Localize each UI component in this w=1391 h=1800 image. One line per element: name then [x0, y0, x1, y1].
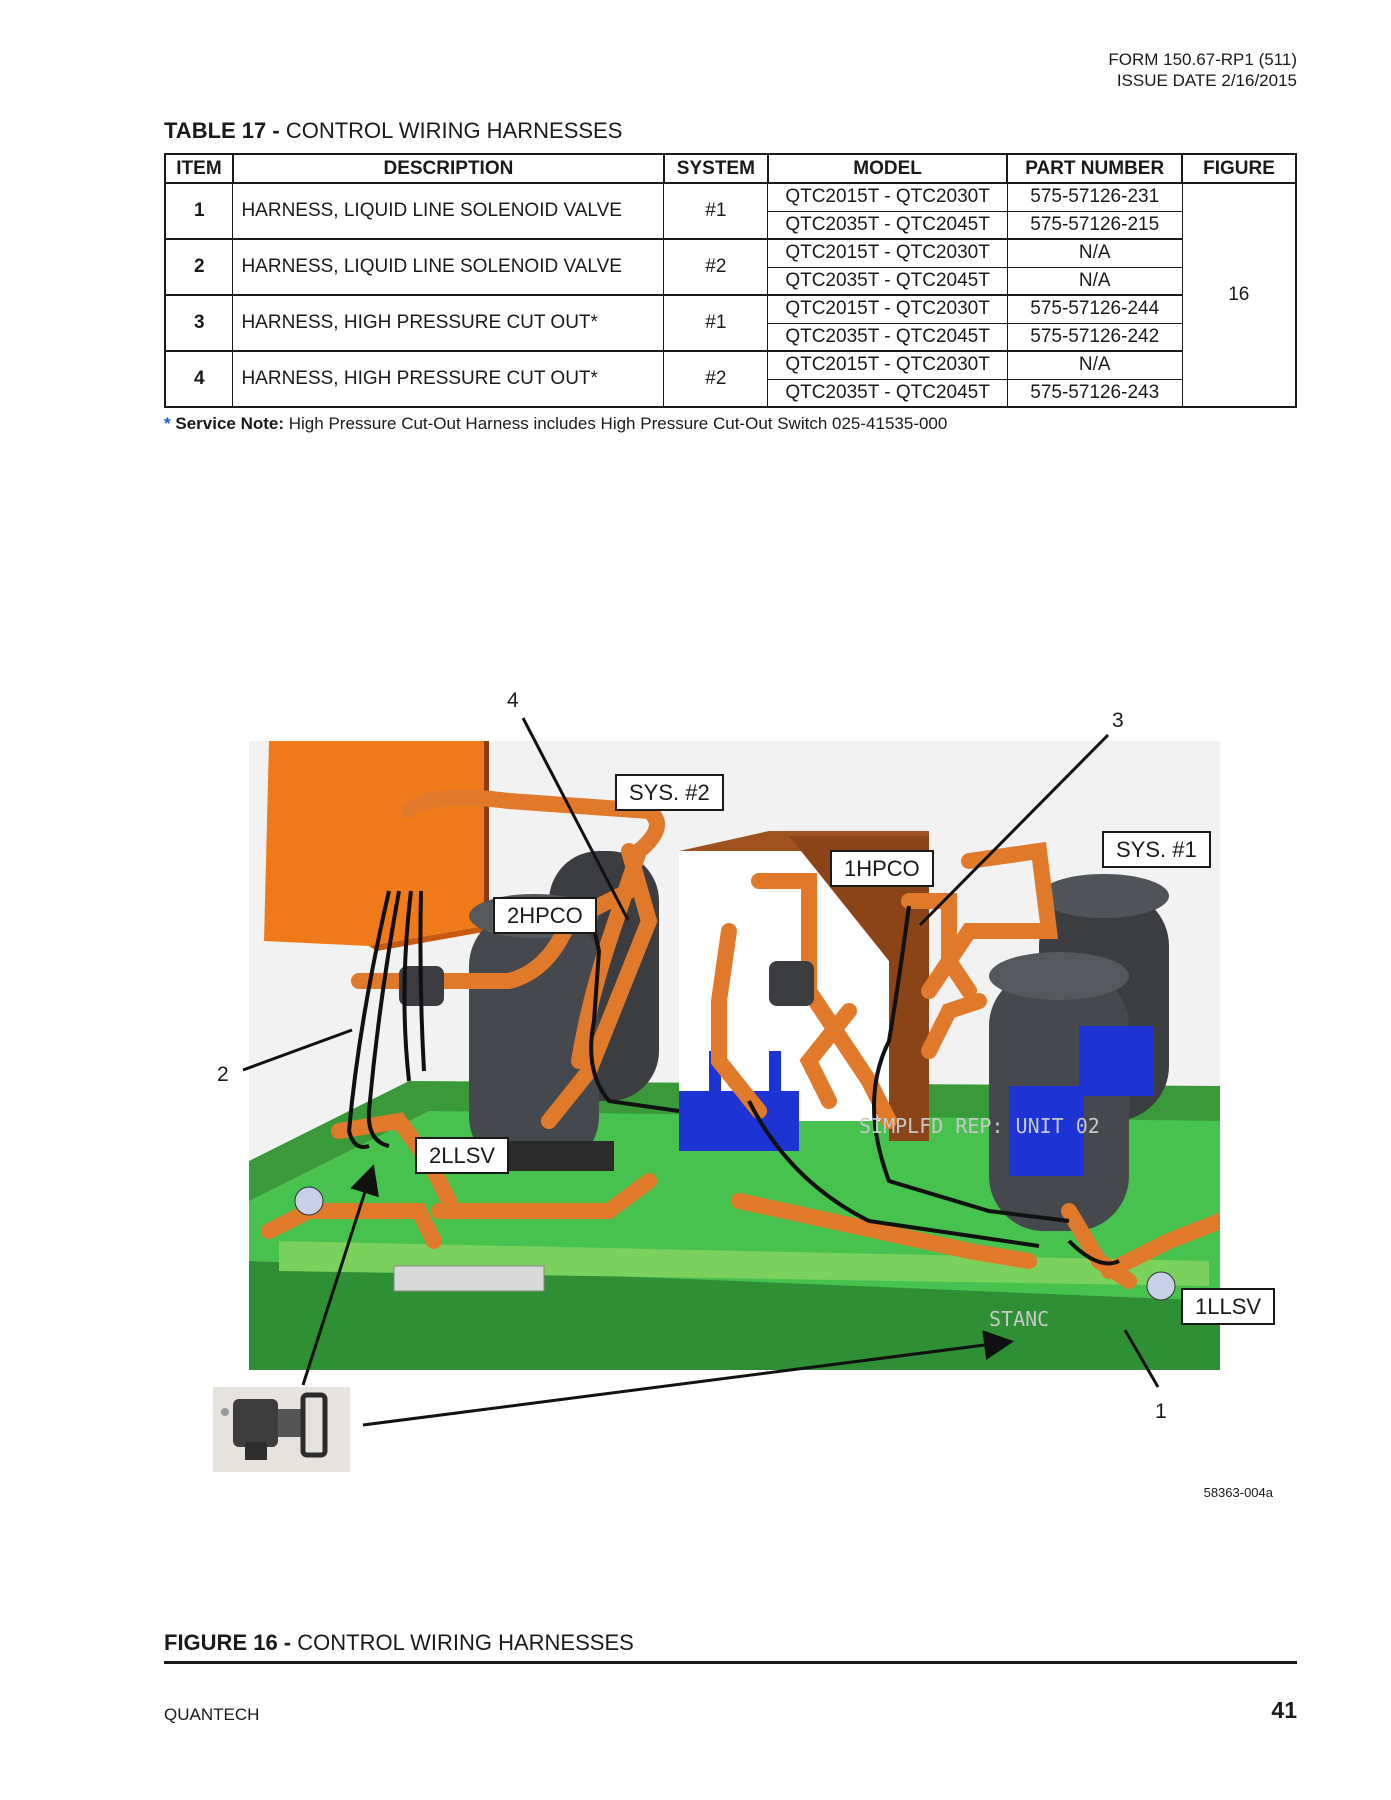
arrow-to-2llsv — [301, 1164, 379, 1386]
connector-photo — [213, 1387, 350, 1472]
item-cell: 2 — [164, 238, 234, 296]
note-asterisk: * — [164, 414, 171, 433]
table-row: QTC2035T - QTC2045T 575-57126-242 — [165, 322, 1296, 352]
system-cell: #1 — [663, 182, 769, 240]
model-cell: QTC2035T - QTC2045T — [767, 210, 1008, 240]
model-cell: QTC2035T - QTC2045T — [767, 266, 1008, 296]
col-header-item: ITEM — [164, 153, 234, 184]
arrow-to-1llsv — [362, 1330, 1014, 1427]
leader-line-4 — [521, 717, 630, 921]
part-number-cell: 575-57126-215 — [1006, 210, 1183, 240]
leader-line-2 — [242, 1028, 353, 1072]
note-text: High Pressure Cut-Out Harness includes H… — [284, 414, 948, 433]
item-number-1: 1 — [1155, 1400, 1167, 1423]
cabinet-panel — [264, 741, 484, 946]
table-row: QTC2035T - QTC2045T 575-57126-215 — [165, 210, 1296, 240]
callout-2hpco: 2HPCO — [493, 897, 597, 934]
table-title: TABLE 17 - CONTROL WIRING HARNESSES — [164, 118, 622, 144]
watermark-text: STANC — [989, 1307, 1049, 1331]
table-header-row: ITEM DESCRIPTION SYSTEM MODEL PART NUMBE… — [164, 153, 1297, 184]
item-cell: 4 — [164, 350, 234, 408]
chiller-illustration: SIMPLFD REP: UNIT 02 STANC — [249, 741, 1220, 1370]
table-row: QTC2035T - QTC2045T 575-57126-243 — [165, 378, 1296, 408]
model-cell: QTC2035T - QTC2045T — [767, 322, 1008, 352]
leader-line-3 — [918, 733, 1110, 927]
figure-cell: 16 — [1181, 182, 1297, 408]
item-cell: 3 — [164, 294, 234, 352]
table-title-text: CONTROL WIRING HARNESSES — [279, 118, 623, 143]
col-header-model: MODEL — [766, 153, 1009, 184]
part-number-cell: 575-57126-243 — [1006, 378, 1183, 408]
callout-sys1: SYS. #1 — [1102, 831, 1211, 868]
compressor-sys1 — [989, 874, 1169, 1231]
model-cell: QTC2035T - QTC2045T — [767, 378, 1008, 408]
issue-date: ISSUE DATE 2/16/2015 — [1116, 71, 1297, 90]
watermark-text: SIMPLFD REP: UNIT 02 — [859, 1114, 1100, 1138]
table-row: 4 HARNESS, HIGH PRESSURE CUT OUT* #2 QTC… — [164, 350, 1296, 408]
model-cell: QTC2015T - QTC2030T — [767, 294, 1008, 324]
system-cell: #2 — [663, 238, 769, 296]
col-header-system: SYSTEM — [662, 153, 769, 184]
figure-caption-text: CONTROL WIRING HARNESSES — [291, 1630, 634, 1655]
item-number-4: 4 — [507, 689, 519, 712]
figure-caption-label: FIGURE 16 - — [164, 1630, 292, 1655]
table-title-label: TABLE 17 - — [164, 118, 280, 143]
figure-id: 58363-004a — [1203, 1485, 1273, 1500]
col-header-description: DESCRIPTION — [231, 153, 665, 184]
col-header-part-number: PART NUMBER — [1006, 153, 1184, 184]
figure-caption: FIGURE 16 - CONTROL WIRING HARNESSES — [164, 1630, 634, 1656]
callout-1llsv: 1LLSV — [1181, 1288, 1276, 1325]
harness-wires — [346, 890, 1120, 1266]
table-row: QTC2035T - QTC2045T N/A — [165, 266, 1296, 296]
leader-line-1 — [1123, 1329, 1160, 1388]
item-cell: 1 — [164, 182, 234, 240]
form-number: FORM 150.67-RP1 (511) — [1108, 50, 1297, 69]
footer-brand: QUANTECH — [164, 1705, 260, 1724]
item-number-3: 3 — [1112, 709, 1124, 732]
table-row: 1 HARNESS, LIQUID LINE SOLENOID VALVE #1… — [164, 182, 1297, 408]
page-number: 41 — [1271, 1697, 1297, 1723]
table-row: 3 HARNESS, HIGH PRESSURE CUT OUT* #1 QTC… — [164, 294, 1296, 352]
caption-rule — [164, 1661, 1297, 1664]
harness-table: ITEM DESCRIPTION SYSTEM MODEL PART NUMBE… — [164, 153, 1297, 408]
part-number-cell: N/A — [1006, 238, 1183, 268]
part-number-cell: N/A — [1006, 266, 1183, 296]
callout-1hpco: 1HPCO — [830, 850, 934, 887]
description-cell: HARNESS, HIGH PRESSURE CUT OUT* — [232, 294, 665, 352]
table-row: 2 HARNESS, LIQUID LINE SOLENOID VALVE #2… — [164, 238, 1296, 296]
service-note: * Service Note: High Pressure Cut-Out Ha… — [164, 414, 947, 434]
description-cell: HARNESS, LIQUID LINE SOLENOID VALVE — [232, 182, 665, 240]
callout-2llsv: 2LLSV — [415, 1137, 510, 1174]
callout-sys2: SYS. #2 — [615, 774, 724, 811]
col-header-figure: FIGURE — [1181, 153, 1297, 184]
item-number-2: 2 — [217, 1063, 229, 1086]
part-number-cell: 575-57126-242 — [1006, 322, 1183, 352]
system-cell: #2 — [663, 350, 769, 408]
description-cell: HARNESS, LIQUID LINE SOLENOID VALVE — [232, 238, 665, 296]
note-label: Service Note: — [175, 414, 285, 433]
part-number-cell: 575-57126-244 — [1006, 294, 1183, 324]
description-cell: HARNESS, HIGH PRESSURE CUT OUT* — [232, 350, 665, 408]
system-cell: #1 — [663, 294, 769, 352]
